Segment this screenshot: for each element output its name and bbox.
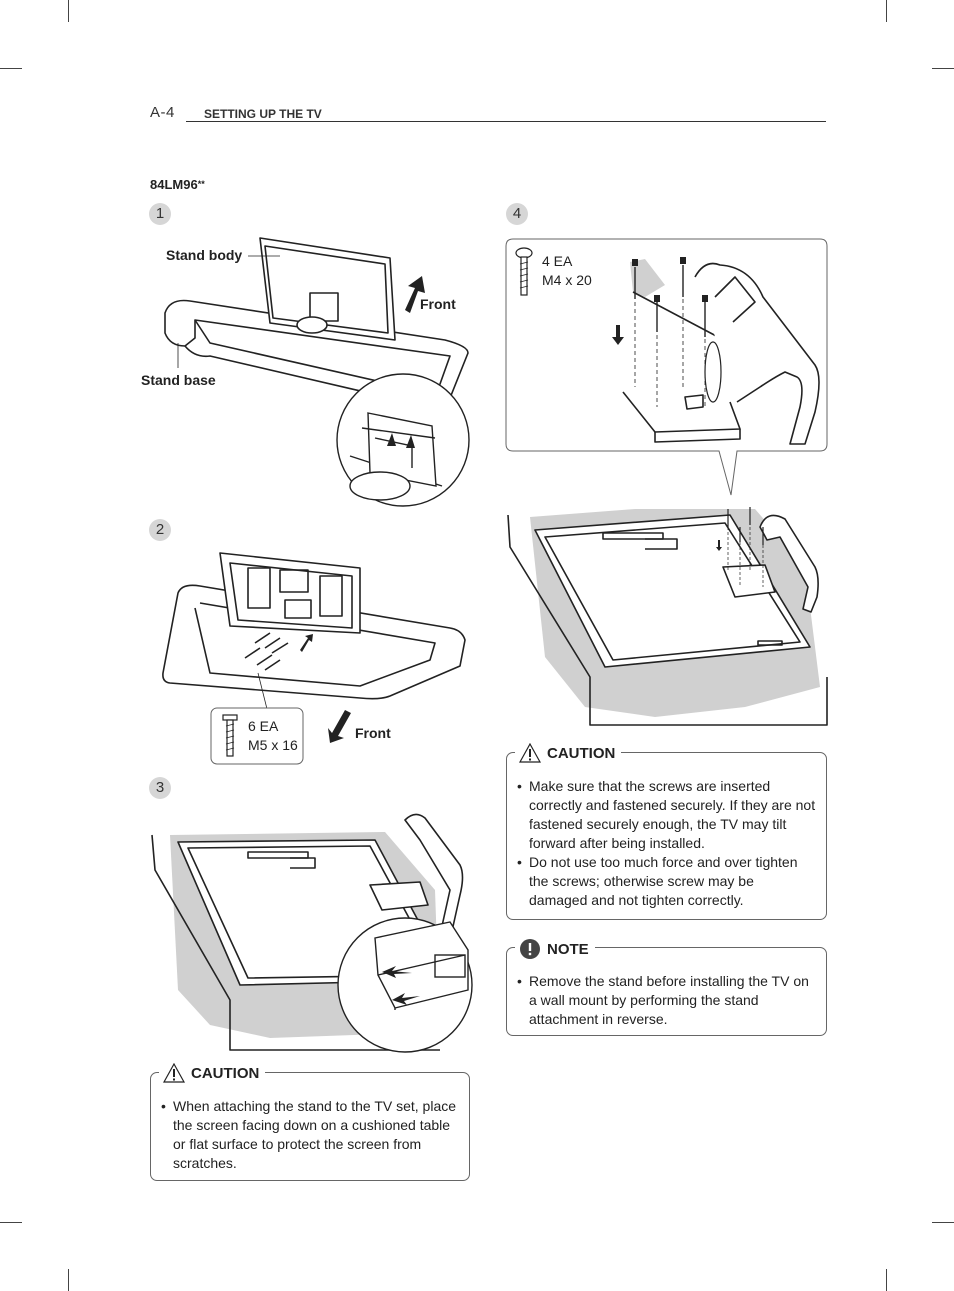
crop-mark: [886, 0, 887, 22]
step-2-badge: 2: [149, 519, 171, 541]
caution-list: When attaching the stand to the TV set, …: [161, 1097, 459, 1173]
stand-body-label: Stand body: [166, 247, 243, 263]
step-3-badge: 3: [149, 777, 171, 799]
crop-mark: [0, 68, 22, 69]
header-rule: [186, 121, 826, 122]
caution-title: CAUTION: [159, 1063, 266, 1083]
note-item: Remove the stand before installing the T…: [517, 972, 816, 1029]
crop-mark: [932, 68, 954, 69]
front-label-step-1: Front: [420, 296, 456, 312]
crop-mark: [886, 1269, 887, 1291]
step-4-badge: 4: [506, 203, 528, 225]
page-number: A-4: [150, 104, 175, 121]
step-3-illustration: [151, 813, 473, 1053]
step-1-illustration: [164, 237, 470, 507]
model-suffix: **: [197, 179, 205, 189]
step-2-illustration: [162, 552, 466, 765]
caution-item: When attaching the stand to the TV set, …: [161, 1097, 459, 1173]
note-box: NOTE Remove the stand before installing …: [506, 938, 827, 1036]
stand-base-label: Stand base: [141, 372, 216, 388]
screw-size: M5 x 16: [248, 737, 298, 753]
warning-triangle-icon: [519, 743, 541, 763]
note-list: Remove the stand before installing the T…: [517, 972, 816, 1029]
screw-count: 4 EA: [542, 253, 573, 269]
screw-size: M4 x 20: [542, 272, 592, 288]
crop-mark: [932, 1222, 954, 1223]
caution-list: Make sure that the screws are inserted c…: [517, 777, 816, 910]
crop-mark: [68, 1269, 69, 1291]
caution-title-text: CAUTION: [191, 1064, 260, 1082]
step-2-screw-spec: 6 EA M5 x 16: [248, 717, 298, 755]
note-title: NOTE: [515, 938, 595, 960]
model-name: 84LM96**: [150, 177, 205, 192]
caution-box-step-4: CAUTION Make sure that the screws are in…: [506, 743, 827, 920]
caution-title-text: CAUTION: [547, 744, 616, 762]
warning-triangle-icon: [163, 1063, 185, 1083]
front-label-step-2: Front: [355, 725, 391, 741]
crop-mark: [68, 0, 69, 22]
step-4-illustration: [505, 238, 828, 726]
note-title-text: NOTE: [547, 940, 589, 958]
caution-box-step-3: CAUTION When attaching the stand to the …: [150, 1063, 470, 1181]
crop-mark: [0, 1222, 22, 1223]
note-exclamation-icon: [519, 938, 541, 960]
screw-count: 6 EA: [248, 718, 279, 734]
page-header: A-4 SETTING UP THE TV: [150, 104, 826, 124]
model-number: 84LM96: [150, 177, 198, 192]
step-4-screw-spec: 4 EA M4 x 20: [542, 252, 592, 290]
caution-item: Make sure that the screws are inserted c…: [517, 777, 816, 853]
caution-item: Do not use too much force and over tight…: [517, 853, 816, 910]
caution-title: CAUTION: [515, 743, 622, 763]
section-title: SETTING UP THE TV: [204, 107, 322, 121]
step-1-badge: 1: [149, 203, 171, 225]
